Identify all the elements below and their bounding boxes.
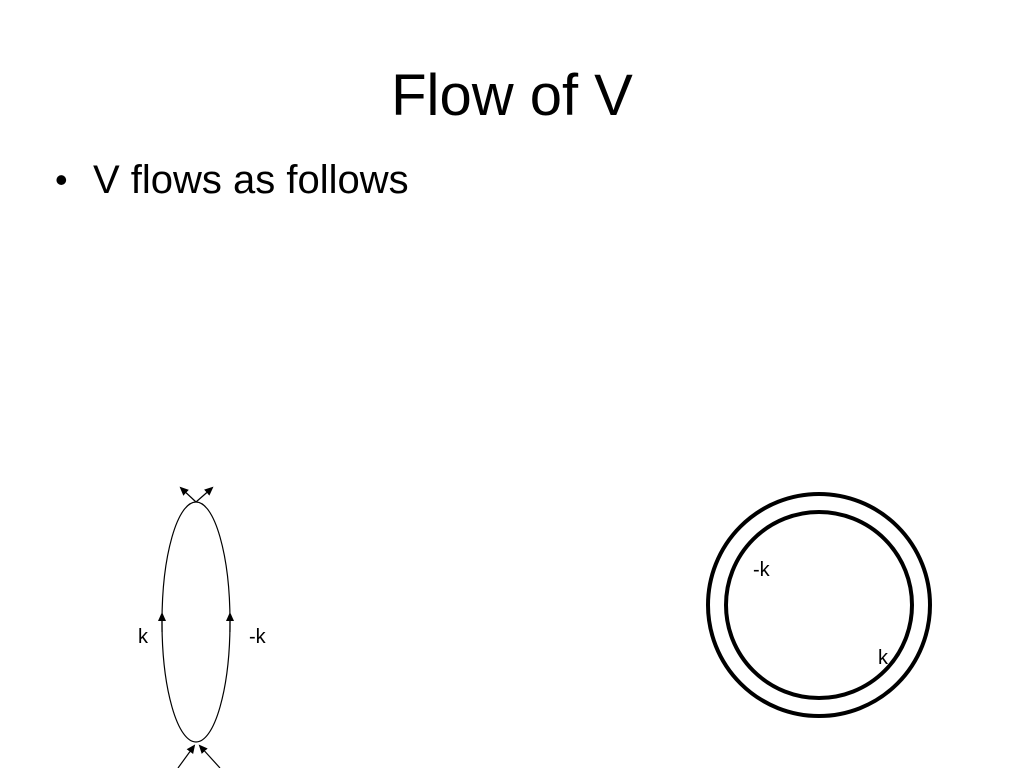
upper-momentum-label: -k bbox=[753, 559, 771, 581]
top-right-leg-arrow bbox=[195, 486, 214, 503]
bullet-text: V flows as follows bbox=[93, 158, 409, 202]
right-momentum-label: -k bbox=[249, 626, 267, 648]
ring-diagram-right: -k k bbox=[706, 492, 932, 718]
inner-ring bbox=[724, 510, 914, 700]
bottom-left-leg-arrow bbox=[177, 744, 196, 768]
bullet-item: • V flows as follows bbox=[55, 156, 409, 204]
slide-title: Flow of V bbox=[391, 63, 633, 128]
bullet-list: • V flows as follows bbox=[55, 156, 409, 204]
loop-diagram-left: k -k bbox=[138, 486, 267, 768]
bottom-right-leg-arrow bbox=[198, 744, 221, 768]
left-momentum-label: k bbox=[138, 626, 149, 648]
lower-momentum-label: k bbox=[878, 647, 889, 669]
outer-ring bbox=[706, 492, 932, 718]
bullet-dot: • bbox=[55, 159, 68, 200]
top-left-leg-arrow bbox=[179, 486, 197, 503]
loop-ellipse bbox=[161, 501, 231, 743]
